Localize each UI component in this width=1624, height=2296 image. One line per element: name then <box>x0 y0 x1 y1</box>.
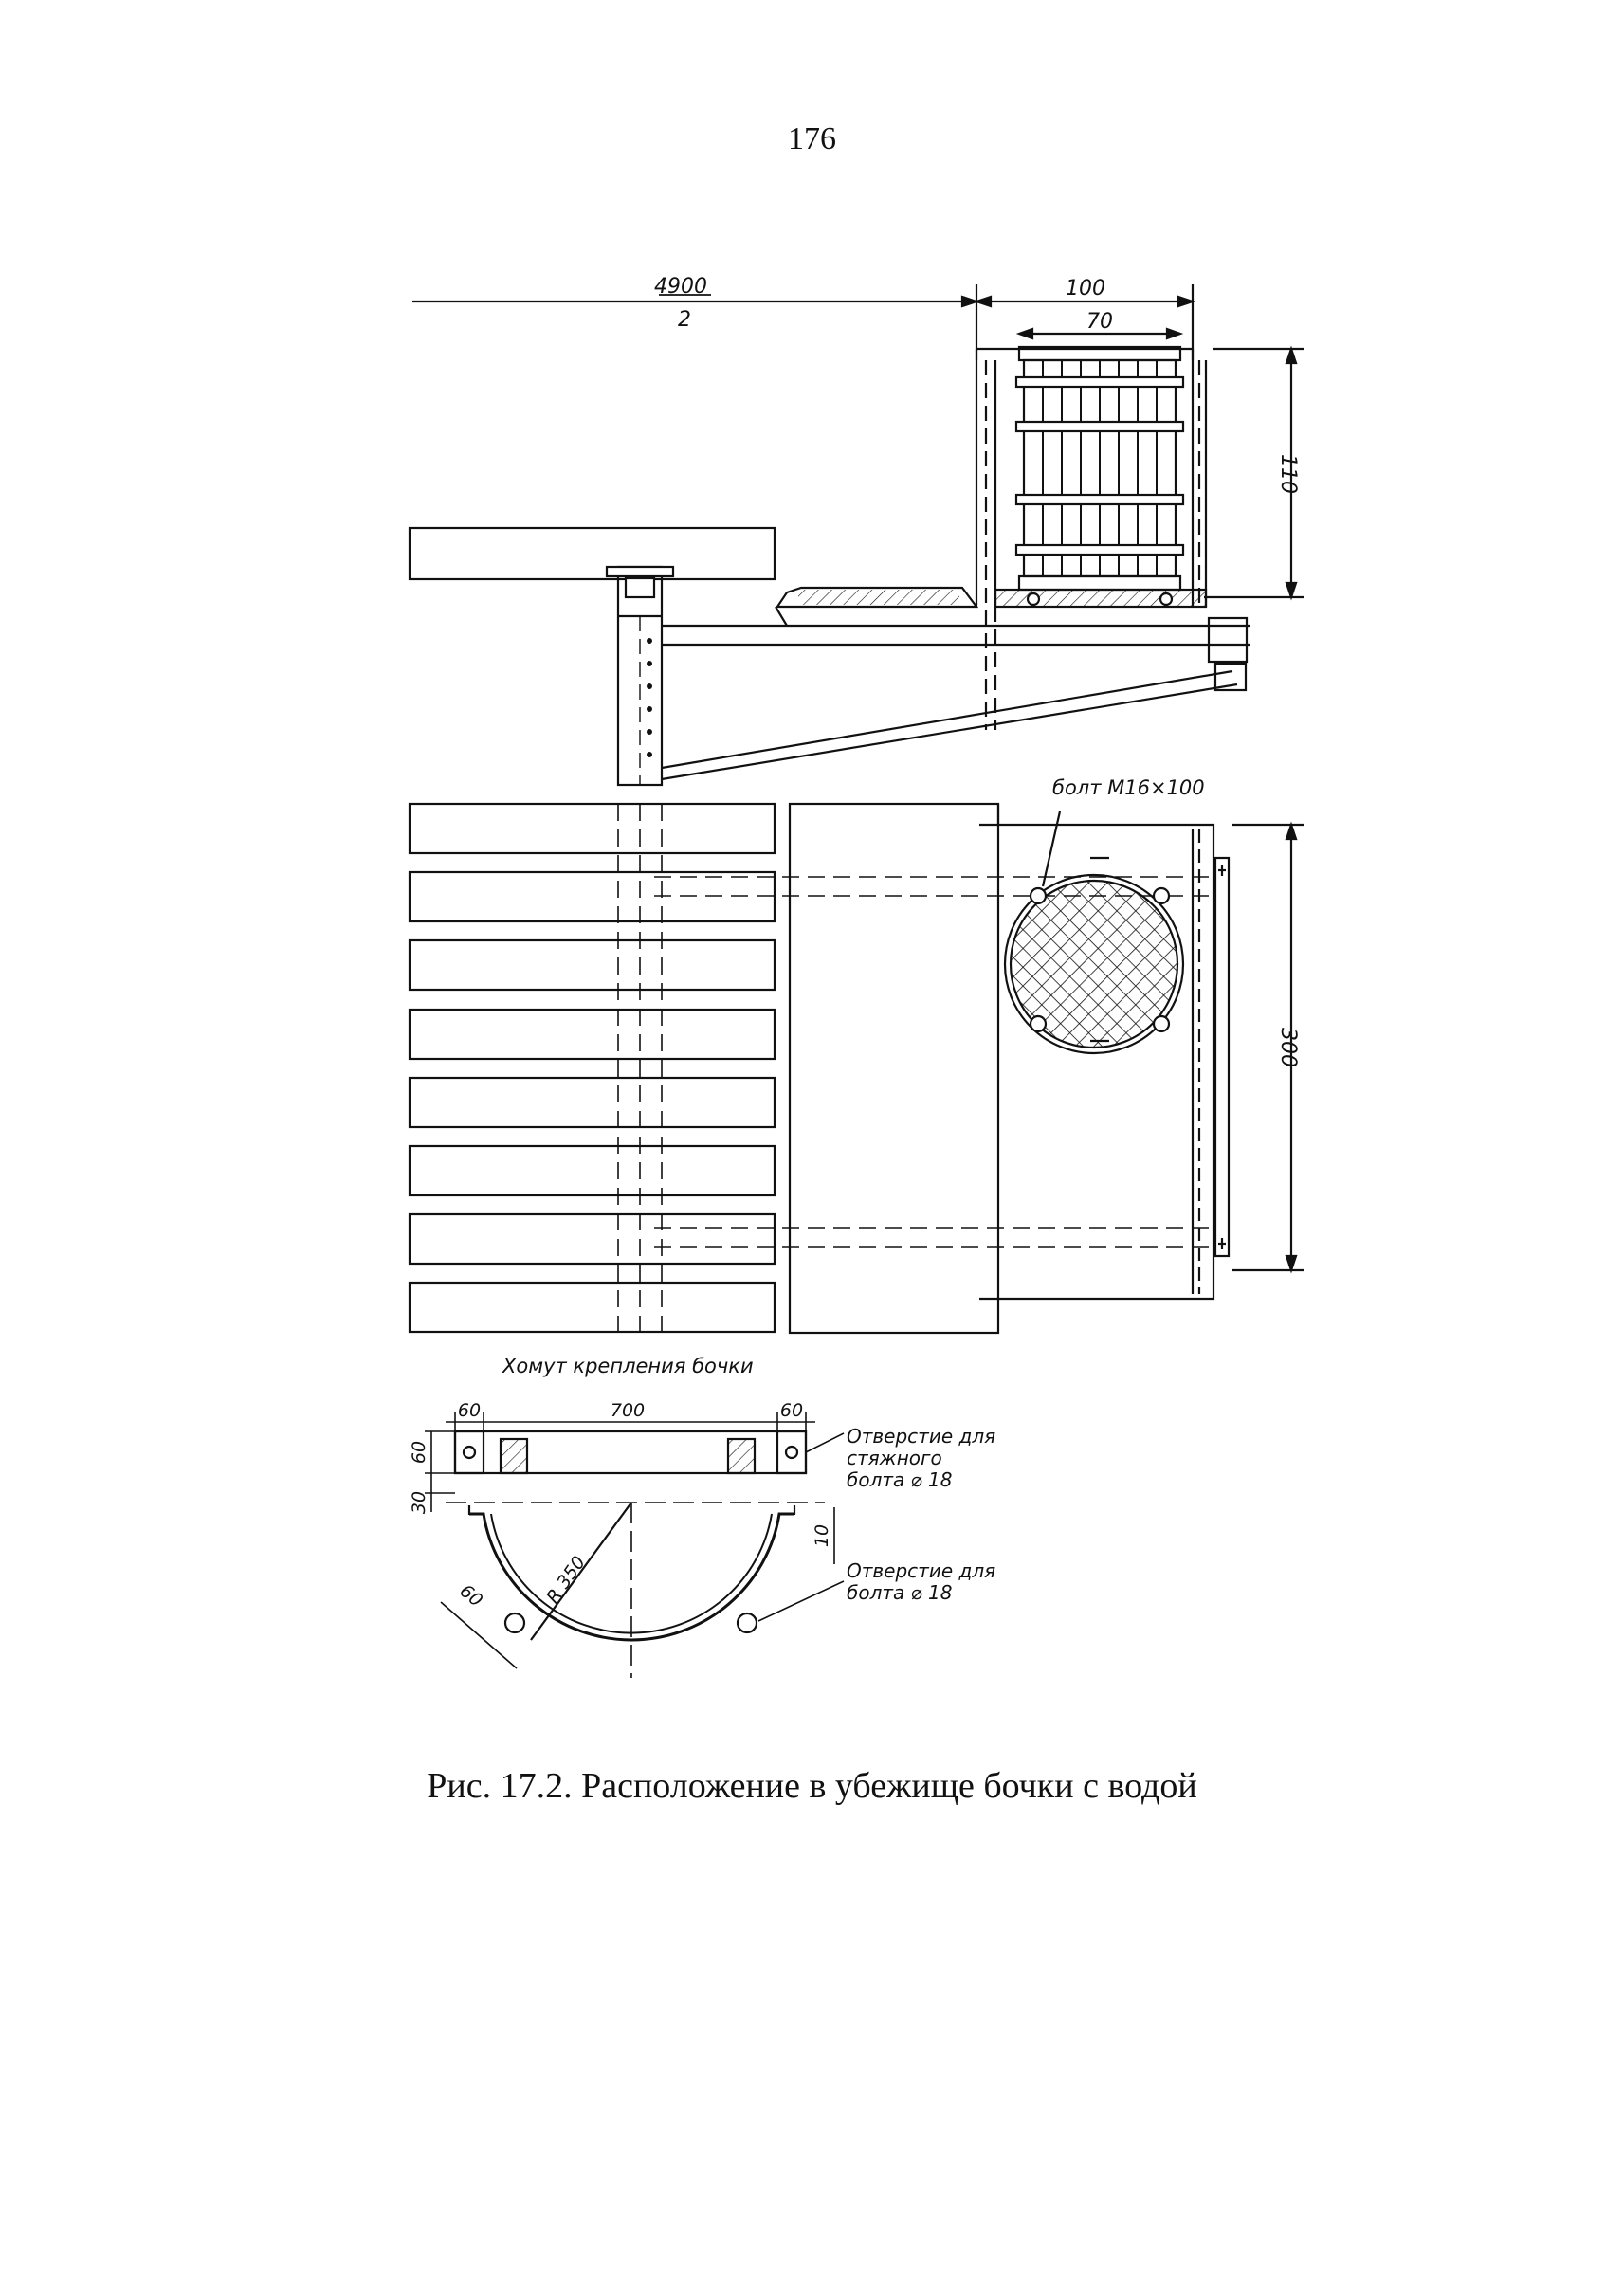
clamp-note-tie-line2: стяжного <box>847 1447 942 1469</box>
clamp-note-tie-line1: Отверстие для <box>847 1425 995 1448</box>
dim-width-inner: 70 <box>1086 310 1113 334</box>
clamp-dim-radius: R 350 <box>542 1553 590 1608</box>
clamp-dim-lug: 60 <box>456 1580 487 1611</box>
elevation-view <box>408 284 1304 1335</box>
clamp-dim-span: 700 <box>611 1400 645 1421</box>
clamp-note-bolt-line2: болта ⌀ 18 <box>847 1581 952 1604</box>
clamp-dim-drop: 10 <box>812 1524 832 1547</box>
clamp-dim-height: 60 <box>409 1441 429 1464</box>
dim-plan-height: 300 <box>1276 1028 1300 1067</box>
drawing-labels: 4900 2 100 70 110 300 болт М16×100 Хомут… <box>409 275 1300 1612</box>
page-number: 176 <box>788 121 836 156</box>
clamp-note-bolt-line1: Отверстие для <box>847 1559 995 1582</box>
clamp-dim-right: 60 <box>780 1400 803 1421</box>
dim-barrel-height: 110 <box>1276 454 1300 494</box>
figure-caption: Рис. 17.2. Расположение в убежище бочки … <box>427 1766 1197 1806</box>
clamp-note-tie-line3: болта ⌀ 18 <box>847 1468 952 1491</box>
clamp-dim-left: 60 <box>458 1400 481 1421</box>
dim-half-span-divisor: 2 <box>678 308 691 332</box>
clamp-dim-gap: 30 <box>409 1491 429 1514</box>
clamp-title: Хомут крепления бочки <box>502 1355 754 1377</box>
dim-half-span: 4900 <box>654 275 707 299</box>
bolt-label: болт М16×100 <box>1052 776 1205 799</box>
dim-width-outer: 100 <box>1066 277 1105 301</box>
clamp-detail <box>425 1412 845 1678</box>
